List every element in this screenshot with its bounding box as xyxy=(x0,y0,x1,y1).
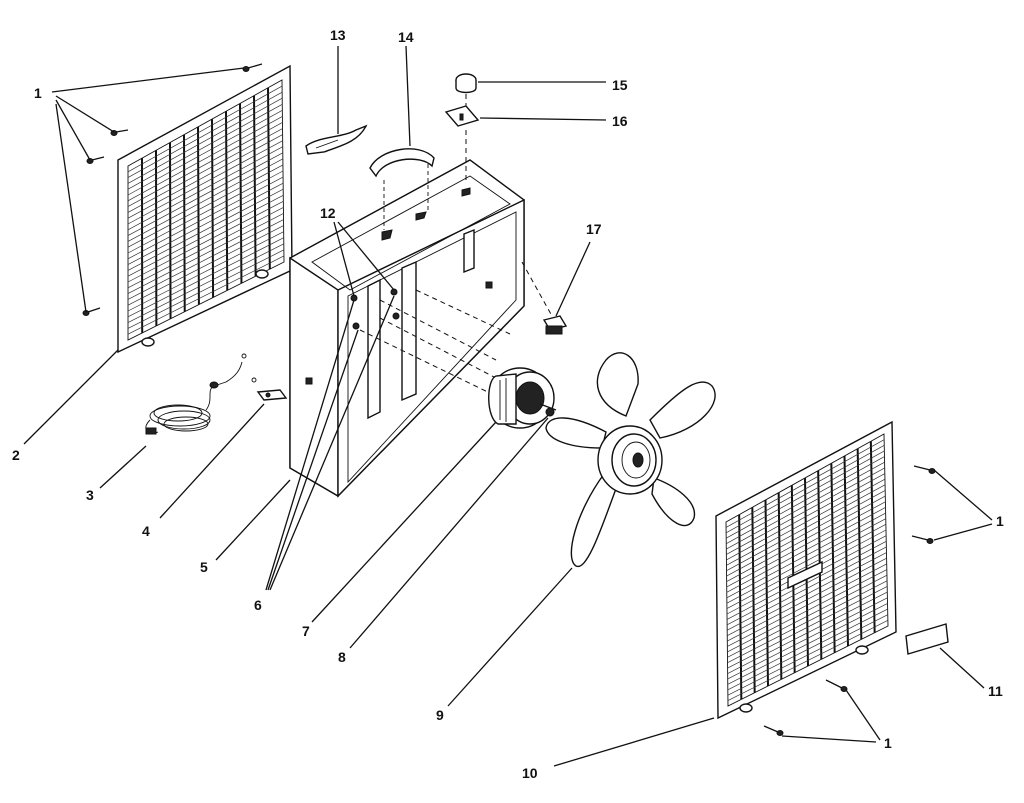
grille-louver xyxy=(127,194,284,277)
fan-housing xyxy=(289,159,525,498)
grille-louver xyxy=(726,461,885,550)
grille-louver xyxy=(727,580,888,664)
grille-louver xyxy=(127,152,283,236)
power-cord xyxy=(145,353,257,435)
grille-louver xyxy=(727,546,887,631)
leader-lines xyxy=(23,45,993,767)
grille-label xyxy=(905,623,949,655)
grille-louver xyxy=(127,85,283,173)
grille-louver xyxy=(127,158,284,242)
grille-louver xyxy=(726,540,887,626)
grille-louver xyxy=(127,213,284,294)
grille-louver xyxy=(726,473,885,561)
handle-bracket xyxy=(305,124,368,155)
callout-4: 4 xyxy=(142,523,150,539)
grille-louver xyxy=(127,128,283,213)
fan-blade xyxy=(545,352,716,567)
grille-louver xyxy=(127,116,283,202)
grille-louver xyxy=(727,603,888,685)
grille-louver xyxy=(127,176,284,260)
callout-numbers: 1 1 1 2 3 4 5 6 7 8 9 10 11 12 13 14 15 … xyxy=(12,27,1004,781)
grille-louver xyxy=(727,563,887,647)
grille-louver xyxy=(127,140,283,225)
motor-shaft xyxy=(539,403,557,417)
grille-louver xyxy=(127,170,284,254)
callout-16: 16 xyxy=(612,113,628,129)
grille-louver xyxy=(127,134,283,219)
grille-louver xyxy=(127,231,284,312)
grille-louver xyxy=(127,255,285,335)
grille-louver xyxy=(727,614,888,696)
callout-17: 17 xyxy=(586,221,602,237)
grille-louver xyxy=(127,249,285,329)
callout-10: 10 xyxy=(522,765,538,781)
grille-louver xyxy=(727,620,889,701)
grille-louver xyxy=(127,225,284,306)
grille-louver xyxy=(127,201,284,283)
callout-5: 5 xyxy=(200,559,208,575)
grille-louver xyxy=(725,439,885,528)
grille-louver xyxy=(727,586,888,669)
callout-11: 11 xyxy=(988,683,1003,699)
callout-9: 9 xyxy=(436,707,444,723)
callout-1: 1 xyxy=(884,735,892,751)
grille-louver xyxy=(726,490,886,577)
grille-louver xyxy=(726,524,887,609)
grille-louver xyxy=(727,597,888,680)
motor xyxy=(488,367,555,429)
rear-grille xyxy=(117,64,293,354)
grille-louver xyxy=(726,450,885,539)
grille-louver xyxy=(127,243,284,323)
grille-louver xyxy=(726,495,886,582)
grille-louver xyxy=(726,518,886,604)
grille-louver xyxy=(127,110,283,196)
grille-louver xyxy=(727,552,887,636)
switch xyxy=(521,261,568,335)
grille-louver xyxy=(726,478,886,566)
callout-1: 1 xyxy=(34,85,42,101)
front-grille xyxy=(715,420,897,720)
callout-14: 14 xyxy=(398,29,414,45)
callout-12: 12 xyxy=(320,205,336,221)
callout-13: 13 xyxy=(330,27,346,43)
grille-louver xyxy=(127,219,284,300)
grille-louver xyxy=(127,207,284,289)
cord-bracket xyxy=(256,389,288,401)
callout-2: 2 xyxy=(12,447,20,463)
grille-louver xyxy=(727,574,888,658)
control-plate xyxy=(444,105,480,184)
grille-louver xyxy=(127,146,283,231)
callout-6: 6 xyxy=(254,597,262,613)
carry-handle xyxy=(369,148,435,230)
callout-3: 3 xyxy=(86,487,94,503)
grille-louver xyxy=(127,97,283,184)
grille-louver xyxy=(727,608,888,691)
grille-louver xyxy=(127,103,283,190)
grille-louver xyxy=(127,188,284,271)
grille-louver xyxy=(727,569,887,653)
grille-louver xyxy=(127,91,283,178)
grille-louver xyxy=(727,591,888,674)
grille-louver xyxy=(726,512,886,599)
control-knob xyxy=(455,73,477,112)
rear-grille-screws xyxy=(82,63,263,316)
grille-louver xyxy=(127,182,284,265)
grille-louver xyxy=(127,122,283,207)
grille-louver xyxy=(727,557,887,642)
grille-louver xyxy=(726,456,885,544)
grille-louver xyxy=(726,467,885,555)
grille-louver xyxy=(127,237,284,318)
callout-7: 7 xyxy=(302,623,310,639)
grille-louver xyxy=(726,484,886,572)
grille-louver xyxy=(726,501,886,588)
callout-1: 1 xyxy=(996,513,1004,529)
callout-15: 15 xyxy=(612,77,628,93)
grille-louver xyxy=(726,507,886,593)
grille-louver xyxy=(725,444,885,534)
callout-8: 8 xyxy=(338,649,346,665)
grille-louver xyxy=(127,164,284,248)
